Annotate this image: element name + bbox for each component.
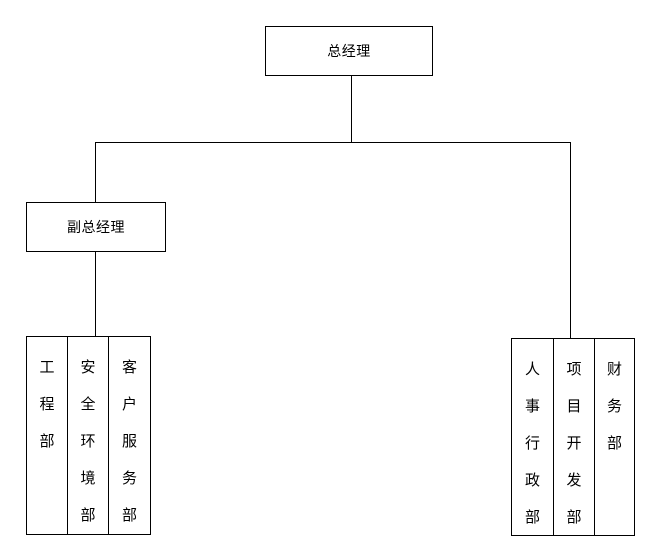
connector-deputy-down	[95, 251, 96, 336]
dept-hr-admin: 人事行政部	[511, 338, 554, 536]
dept-customer-service-label: 客户服务部	[121, 358, 137, 524]
dept-finance-label: 财务部	[606, 360, 622, 452]
dept-project-development-label: 项目开发部	[566, 360, 582, 526]
dept-project-development: 项目开发部	[553, 338, 595, 536]
dept-hr-admin-label: 人事行政部	[524, 360, 540, 526]
connector-to-deputy	[95, 142, 96, 202]
connector-top-down	[351, 75, 352, 142]
dept-engineering-label: 工程部	[39, 358, 55, 450]
dept-customer-service: 客户服务部	[108, 336, 151, 535]
deputy-manager-label: 副总经理	[67, 220, 125, 236]
general-manager-box: 总经理	[265, 26, 433, 76]
connector-right-down	[570, 142, 571, 338]
dept-finance: 财务部	[594, 338, 635, 536]
dept-safety-environment: 安全环境部	[67, 336, 109, 535]
dept-engineering: 工程部	[26, 336, 68, 535]
deputy-manager-box: 副总经理	[26, 202, 166, 252]
dept-safety-environment-label: 安全环境部	[80, 358, 96, 524]
general-manager-label: 总经理	[327, 44, 371, 60]
connector-horizontal	[95, 142, 571, 143]
